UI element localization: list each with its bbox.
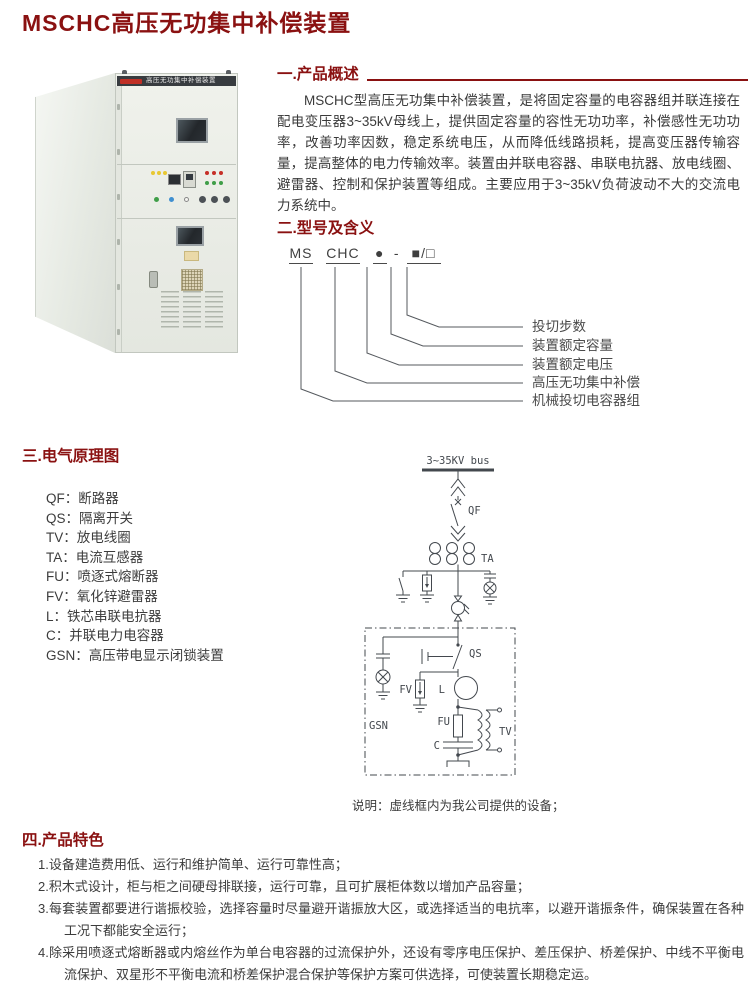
product-photo: 高压无功集中补偿装置 — [30, 58, 265, 388]
legend-item: QS：隔离开关 — [46, 510, 134, 526]
selector-switch — [223, 196, 230, 203]
legend-item: TV：放电线圈 — [46, 530, 131, 546]
supplied-equipment-frame — [364, 627, 516, 776]
lifting-lug — [226, 70, 231, 74]
model-label-steps: 投切步数 — [532, 319, 586, 334]
circuit-diagram: 3~35KV bus QF TA — [364, 455, 516, 776]
indicator-lamp-green — [212, 181, 216, 185]
pushbutton-white — [184, 197, 189, 202]
legend-item: C：并联电力电容器 — [46, 628, 164, 644]
panel-meter — [168, 174, 181, 185]
vent-slots — [161, 291, 179, 331]
fv-label: FV — [399, 684, 412, 696]
model-label-hv-comp: 高压无功集中补偿 — [532, 375, 640, 390]
cabinet-nameplate-label: 高压无功集中补偿装置 — [146, 76, 216, 84]
feature-item: 4.除采用喷逐式熔断器或内熔丝作为单台电容器的过流保护外，还设有零序电压保护、差… — [38, 945, 744, 982]
indicator-lamp-yellow — [151, 171, 155, 175]
model-code-dot: ● — [372, 245, 387, 264]
model-code: MS CHC ● - ■/□ — [277, 245, 441, 267]
cabinet-nameplate: 高压无功集中补偿装置 — [117, 76, 236, 86]
legend-item: FV：氧化锌避雷器 — [46, 588, 158, 604]
qf-label: QF — [468, 505, 481, 517]
legend-item: QF：断路器 — [46, 491, 119, 506]
heading-rule — [366, 79, 748, 81]
fu-label: FU — [437, 716, 450, 728]
model-label-capacity: 装置额定容量 — [532, 338, 613, 353]
display-window-bottom — [176, 226, 204, 246]
door-hinge-stile — [116, 86, 122, 352]
door-label — [184, 251, 199, 261]
pushbutton-blue — [169, 197, 174, 202]
model-code-chc: CHC — [325, 245, 360, 264]
selector-switch — [199, 196, 206, 203]
page-title: MSCHC高压无功集中补偿装置 — [22, 10, 352, 36]
section-schematic-heading: 三.电气原理图 — [22, 448, 120, 465]
section-model-heading: 二.型号及含义 — [277, 220, 375, 237]
hinge — [117, 329, 120, 335]
features-list: 1.设备建造费用低、运行和维护简单、运行可靠性高； 2.积木式设计，柜与柜之间硬… — [38, 854, 744, 986]
model-code-squares: ■/□ — [406, 245, 441, 264]
selector-switch — [211, 196, 218, 203]
vent-mesh — [181, 269, 203, 291]
cabinet-side-panel — [35, 73, 115, 353]
hinge — [117, 104, 120, 110]
indicator-lamp-green — [219, 181, 223, 185]
indicator-lamp-yellow — [163, 171, 167, 175]
section-features-heading: 四.产品特色 — [22, 832, 104, 849]
hinge — [117, 149, 120, 155]
qs-label: QS — [469, 648, 482, 660]
legend-item: FU：喷逐式熔断器 — [46, 569, 159, 585]
schematic-legend: QF：断路器 QS：隔离开关 TV：放电线圈 TA：电流互感器 FU：喷逐式熔断… — [46, 489, 224, 665]
panel-divider — [117, 218, 236, 219]
controller-unit — [183, 171, 196, 188]
feature-item: 2.积木式设计，柜与柜之间硬母排联接，运行可靠，且可扩展柜体数以增加产品容量； — [38, 879, 530, 894]
model-label-voltage: 装置额定电压 — [532, 357, 613, 372]
hinge — [117, 239, 120, 245]
door-handle — [149, 271, 158, 288]
vent-slots — [205, 291, 223, 331]
model-code-ms: MS — [289, 245, 313, 264]
hinge — [117, 194, 120, 200]
pushbutton-green — [154, 197, 159, 202]
tv-label: TV — [499, 726, 512, 738]
lifting-lug — [122, 70, 127, 74]
section-overview-header: 一.产品概述 — [277, 62, 748, 84]
legend-item: TA：电流互感器 — [46, 549, 144, 565]
vent-slots — [183, 291, 201, 331]
model-code-dash: - — [393, 245, 400, 261]
model-label-msc: 机械投切电容器组 — [532, 393, 640, 408]
brand-logo — [120, 78, 142, 84]
feature-item: 1.设备建造费用低、运行和维护简单、运行可靠性高； — [38, 857, 348, 872]
l-label: L — [439, 684, 445, 696]
legend-item: L：铁芯串联电抗器 — [46, 608, 162, 624]
feature-item: 3.每套装置都要进行谐振校验，选择容量时尽量避开谐振放大区，或选择适当的电抗率，… — [38, 901, 744, 938]
gsn-label: GSN — [369, 720, 388, 732]
model-designation-diagram: MS CHC ● - ■/□ 投切步数 装置额定容量 装置额定电压 高压无功集中… — [277, 245, 747, 415]
display-window-top — [176, 118, 208, 143]
bus-label: 3~35KV bus — [426, 455, 489, 467]
indicator-lamp-red — [212, 171, 216, 175]
indicator-lamp-green — [205, 181, 209, 185]
indicator-lamp-red — [205, 171, 209, 175]
indicator-lamp-red — [219, 171, 223, 175]
cabinet-front-panel: 高压无功集中补偿装置 — [115, 70, 238, 353]
ta-label: TA — [481, 553, 494, 565]
c-label: C — [434, 740, 440, 752]
indicator-lamp-yellow — [157, 171, 161, 175]
model-connector-lines — [300, 267, 523, 402]
legend-item: GSN：高压带电显示闭锁装置 — [46, 647, 224, 663]
schematic-note: 说明：虚线框内为我公司提供的设备； — [352, 799, 565, 813]
overview-paragraph: MSCHC型高压无功集中补偿装置，是将固定容量的电容器组并联连接在配电变压器3~… — [277, 93, 740, 213]
panel-divider — [117, 164, 236, 165]
section-overview-heading: 一.产品概述 — [277, 66, 359, 83]
hinge — [117, 284, 120, 290]
